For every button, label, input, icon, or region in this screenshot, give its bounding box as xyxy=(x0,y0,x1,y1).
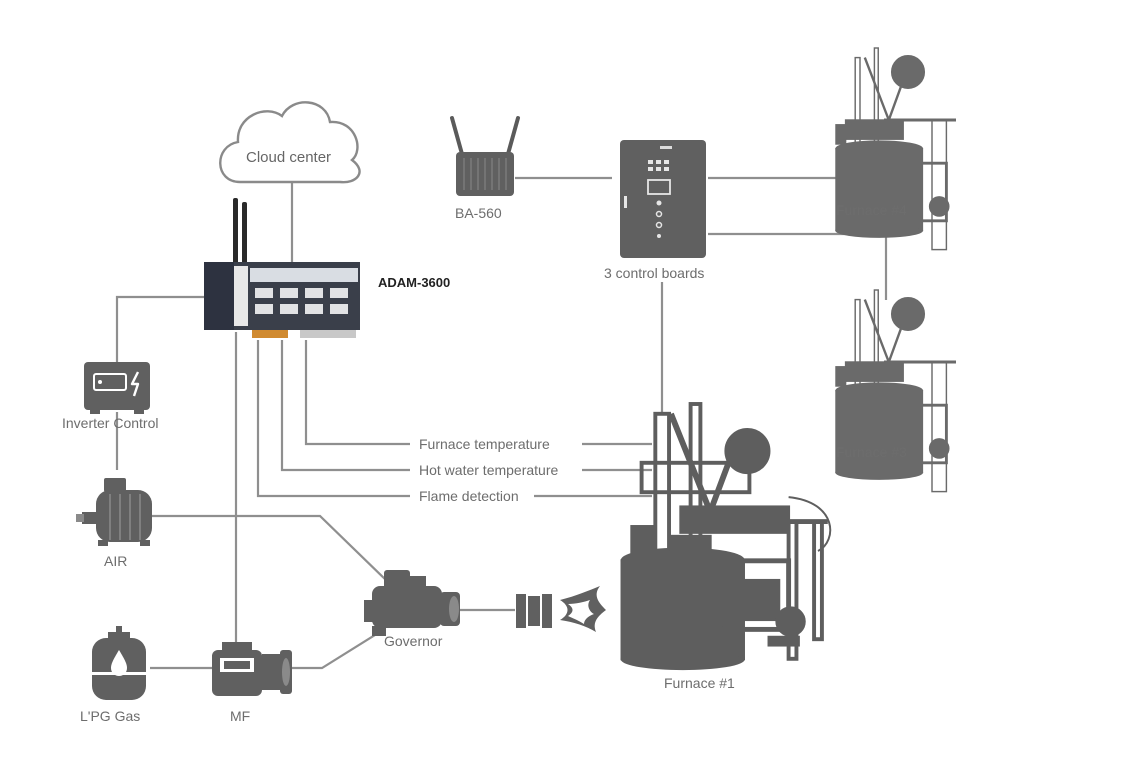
furnace-icon xyxy=(620,402,832,671)
cloud-icon xyxy=(219,101,361,184)
gas-cylinder-icon xyxy=(92,626,146,700)
furnace3-label: Furnace #3 xyxy=(836,444,907,460)
furnace-temperature-label: Furnace temperature xyxy=(419,436,550,452)
flame-detection-label: Flame detection xyxy=(419,488,519,504)
valve-icon xyxy=(364,570,460,636)
control-cabinet-icon xyxy=(620,140,706,258)
furnace4-label: Furnace #4 xyxy=(836,202,907,218)
lpg-gas-label: L'PG Gas xyxy=(80,708,141,724)
inverter-control-label: Inverter Control xyxy=(62,415,159,431)
furnace1-label: Furnace #1 xyxy=(664,675,735,691)
air-to-governor-line xyxy=(152,514,389,583)
furnace-icon xyxy=(835,289,957,493)
cloud-center-label: Cloud center xyxy=(246,149,332,166)
furnace-temp-line-left xyxy=(304,340,410,446)
motor-icon xyxy=(76,478,152,546)
mf-to-governor-line xyxy=(292,629,384,670)
air-label: AIR xyxy=(104,553,128,569)
hot-water-line-left xyxy=(280,340,410,472)
adam-3600-label: ADAM-3600 xyxy=(378,275,451,290)
burner-icon xyxy=(516,586,606,632)
router-icon xyxy=(450,116,520,196)
io-controller-icon xyxy=(204,198,360,338)
governor-label: Governor xyxy=(384,633,443,649)
control-boards-label: 3 control boards xyxy=(604,265,705,281)
inverter-icon xyxy=(84,362,150,414)
flow-meter-icon xyxy=(212,642,292,696)
ba560-label: BA-560 xyxy=(455,205,502,221)
flame-line-left xyxy=(256,340,410,498)
furnace-icon xyxy=(835,47,957,251)
hot-water-temperature-label: Hot water temperature xyxy=(419,462,559,478)
control-to-furnace3-line xyxy=(708,232,888,300)
inverter-to-adam-line xyxy=(115,295,204,362)
mf-label: MF xyxy=(230,708,251,724)
